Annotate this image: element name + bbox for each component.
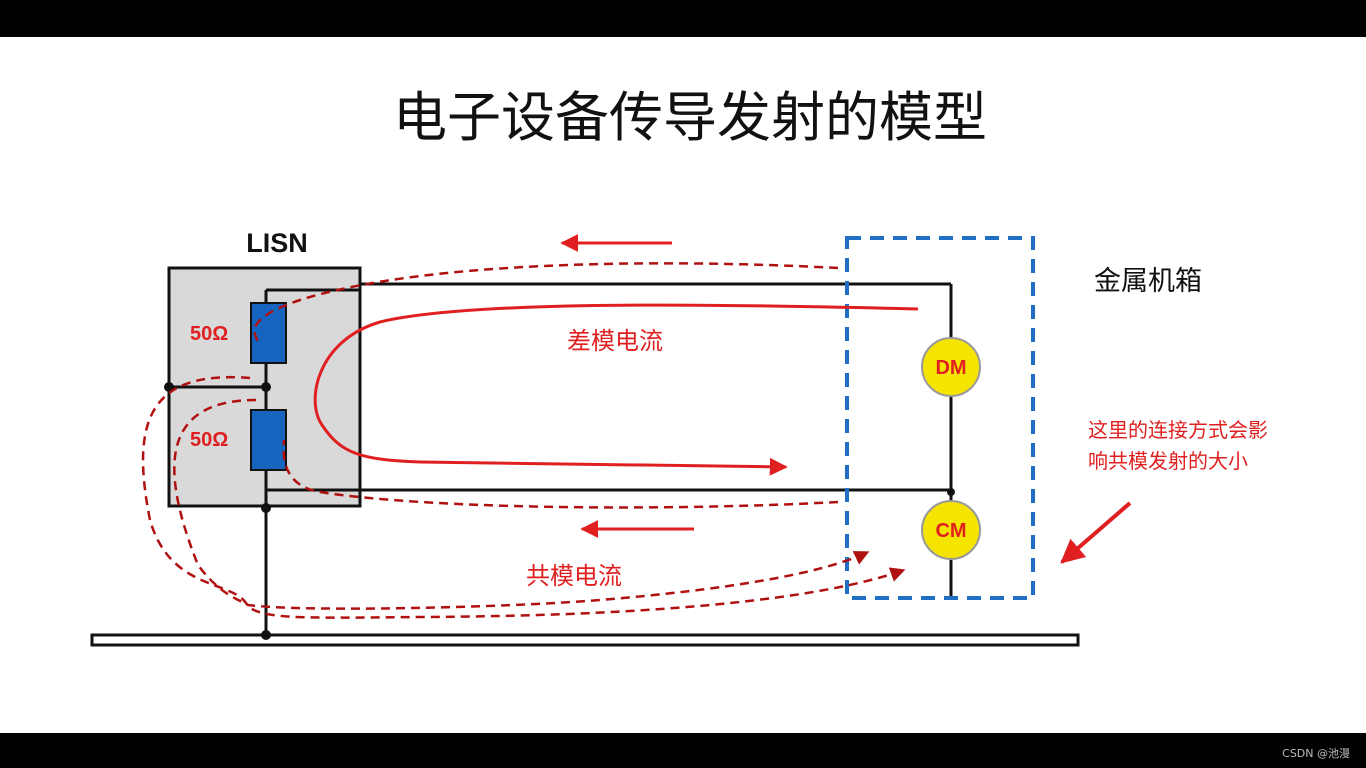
cm-current-path-top xyxy=(253,262,839,346)
note-line-1: 这里的连接方式会影 xyxy=(1088,418,1268,442)
junction-dot xyxy=(261,382,271,392)
resistor-bottom xyxy=(250,409,287,471)
cm-current-path-inner xyxy=(173,398,870,610)
cm-source-label: CM xyxy=(935,520,966,542)
enclosure-label: 金属机箱 xyxy=(1094,266,1202,297)
dm-source xyxy=(921,337,981,397)
cm-current-path-outer xyxy=(141,375,906,619)
junction-dot xyxy=(164,382,174,392)
cm-current-label: 共模电流 xyxy=(526,562,622,590)
dm-current-label: 差模电流 xyxy=(567,327,663,355)
dm-current-path xyxy=(313,303,919,476)
junction-dot xyxy=(947,488,955,496)
note-arrow xyxy=(1060,501,1132,564)
note-line-2: 响共模发射的大小 xyxy=(1088,449,1248,473)
resistor-top xyxy=(250,302,287,364)
ground-plane xyxy=(90,633,1080,647)
top-letterbox xyxy=(0,0,1366,37)
resistor-top-label: 50Ω xyxy=(190,323,228,345)
cm-source xyxy=(921,500,981,560)
watermark: CSDN @池漫 xyxy=(1282,747,1350,760)
resistor-bottom-label: 50Ω xyxy=(190,429,228,451)
dm-source-label: DM xyxy=(935,357,966,379)
metal-enclosure xyxy=(845,236,1035,600)
lisn-label: LISN xyxy=(246,228,308,258)
cm-current-path-mid xyxy=(282,439,839,509)
page-title: 电子设备传导发射的模型 xyxy=(393,86,987,149)
bottom-letterbox xyxy=(0,733,1366,768)
